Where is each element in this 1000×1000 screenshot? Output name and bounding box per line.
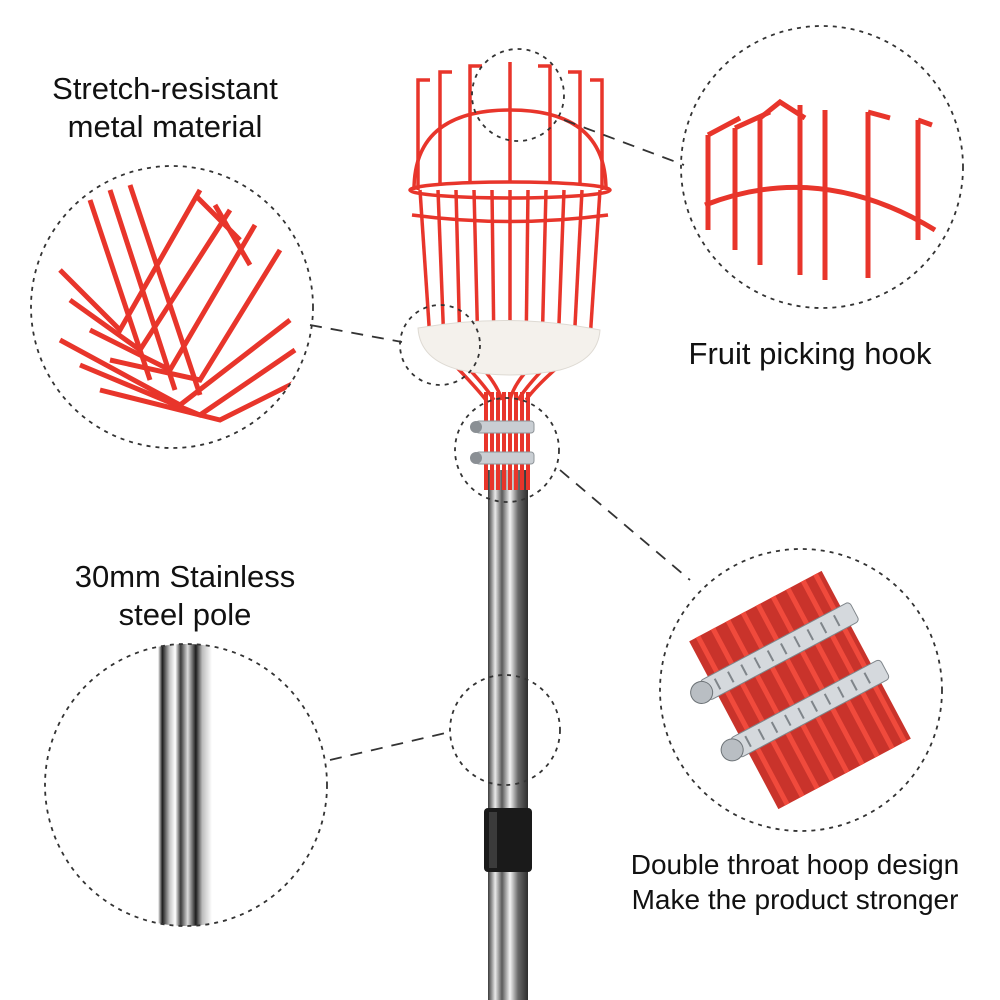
- caption-pole: 30mm Stainless steel pole: [40, 558, 330, 634]
- caption-material: Stretch-resistant metal material: [20, 70, 310, 146]
- caption-pole-line2: steel pole: [118, 597, 252, 632]
- caption-hoop-line1: Double throat hoop design: [630, 849, 960, 880]
- caption-material-line2: metal material: [67, 109, 263, 144]
- leader-lines: [309, 119, 691, 761]
- detail-circle-pole: [44, 643, 328, 927]
- pole: [484, 470, 532, 1000]
- basket-cushion: [417, 320, 601, 376]
- callout-marker-material: [399, 304, 481, 386]
- caption-hoop-line2: Make the product stronger: [631, 884, 959, 915]
- callout-marker-hook: [471, 48, 565, 142]
- caption-pole-line1: 30mm Stainless: [74, 559, 296, 594]
- caption-hoop: Double throat hoop design Make the produ…: [600, 847, 990, 917]
- callout-markers: [399, 48, 565, 786]
- detail-circle-hook: [680, 25, 964, 309]
- callout-marker-hoop: [454, 397, 560, 503]
- throat-hoops: [470, 392, 535, 490]
- detail-circle-material: [30, 165, 314, 449]
- caption-material-line1: Stretch-resistant: [52, 71, 278, 106]
- caption-hook: Fruit picking hook: [688, 336, 932, 371]
- callout-marker-pole: [449, 674, 561, 786]
- detail-circle-hoop: [659, 548, 943, 832]
